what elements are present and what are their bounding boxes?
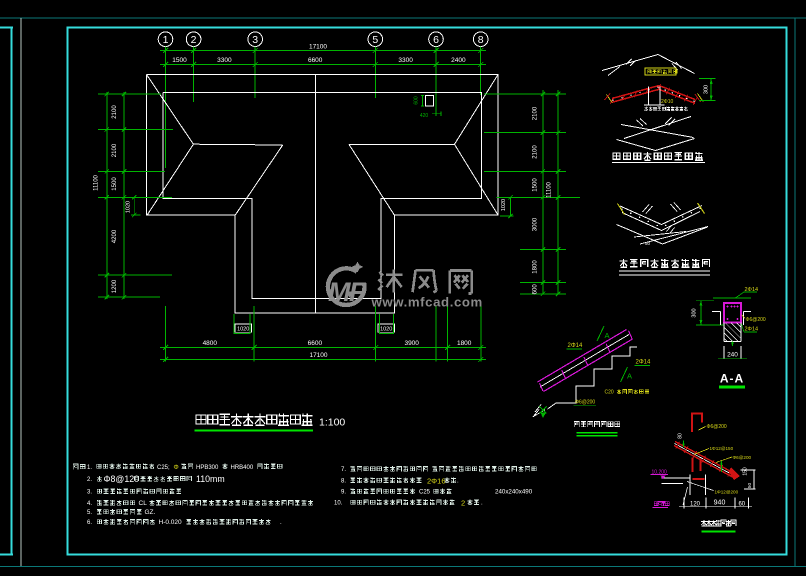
svg-text:300: 300 (692, 308, 698, 317)
svg-text:A: A (627, 372, 632, 381)
svg-text:1500: 1500 (533, 178, 539, 192)
svg-text:6600: 6600 (308, 340, 323, 347)
svg-text:1020: 1020 (501, 199, 507, 211)
svg-text:.: . (219, 477, 221, 483)
svg-text:Φ6@200: Φ6@200 (575, 400, 595, 406)
svg-text:1800: 1800 (533, 260, 539, 274)
svg-text:3000: 3000 (533, 217, 539, 231)
svg-text:60: 60 (738, 501, 745, 507)
svg-text:1.: 1. (87, 465, 92, 471)
svg-text:2Φ14: 2Φ14 (568, 343, 583, 349)
svg-text:120: 120 (690, 501, 701, 507)
svg-text:2100: 2100 (533, 145, 539, 159)
svg-text:.: . (280, 520, 282, 526)
svg-text:2Φ14: 2Φ14 (745, 327, 759, 333)
svg-text:1200: 1200 (112, 279, 118, 293)
svg-text:7.: 7. (341, 467, 346, 473)
svg-text:3: 3 (252, 34, 258, 46)
svg-text:50: 50 (747, 483, 752, 489)
svg-text:1020: 1020 (237, 327, 249, 333)
svg-text:CL: CL (139, 500, 148, 507)
svg-text:A-A: A-A (720, 372, 744, 386)
svg-text:Φ8@120: Φ8@120 (104, 474, 140, 484)
svg-text:.: . (481, 501, 483, 507)
svg-text:80: 80 (678, 433, 684, 439)
svg-text:1: 1 (163, 34, 169, 46)
svg-text:3300: 3300 (217, 57, 232, 64)
svg-text:6600: 6600 (308, 57, 323, 64)
svg-text:2100: 2100 (533, 106, 539, 120)
svg-text:9.: 9. (341, 490, 346, 496)
svg-text:17100: 17100 (309, 352, 327, 359)
svg-text:110mm: 110mm (196, 474, 225, 484)
svg-text:2: 2 (461, 498, 465, 507)
svg-text:2100: 2100 (112, 105, 118, 119)
svg-text:1020: 1020 (380, 327, 392, 333)
svg-text:3900: 3900 (404, 340, 419, 347)
svg-text:2Φ14: 2Φ14 (745, 287, 759, 293)
svg-text:11100: 11100 (547, 181, 553, 197)
svg-text:HRB400: HRB400 (231, 465, 254, 471)
svg-text:4.: 4. (87, 501, 92, 507)
svg-text:2100: 2100 (112, 143, 118, 157)
svg-text:1Φ12@200: 1Φ12@200 (715, 489, 739, 494)
svg-text:600: 600 (533, 284, 539, 295)
svg-text:1Φ12@150: 1Φ12@150 (710, 446, 734, 451)
svg-text:2Φ16: 2Φ16 (427, 476, 446, 485)
svg-text:GZ.: GZ. (145, 509, 156, 516)
svg-text:1500: 1500 (172, 57, 187, 64)
svg-text:5.: 5. (87, 510, 92, 516)
svg-text:3300: 3300 (398, 57, 413, 64)
svg-text:Φ6@200: Φ6@200 (733, 455, 752, 460)
svg-text:2: 2 (191, 34, 197, 46)
svg-text:HPB300: HPB300 (196, 465, 219, 471)
svg-text:4200: 4200 (112, 229, 118, 243)
svg-text:2Φ14: 2Φ14 (636, 360, 651, 366)
svg-text:150: 150 (743, 467, 749, 476)
svg-text:www.mfcad.com: www.mfcad.com (371, 294, 483, 309)
svg-text:240: 240 (727, 352, 738, 359)
svg-text:C25: C25 (419, 490, 431, 496)
svg-text:4800: 4800 (203, 340, 218, 347)
svg-text:240x240x490: 240x240x490 (495, 489, 533, 496)
svg-text:2Φ10: 2Φ10 (661, 99, 674, 105)
svg-text:940: 940 (714, 499, 726, 506)
svg-text:300: 300 (704, 85, 710, 94)
svg-text:1020: 1020 (126, 201, 132, 213)
svg-text:10.200: 10.200 (652, 469, 668, 475)
svg-text:420: 420 (420, 113, 429, 119)
svg-text:600: 600 (414, 96, 420, 105)
svg-text:A: A (605, 331, 610, 340)
svg-text:C25;: C25; (157, 465, 170, 471)
svg-text:Φ: Φ (174, 464, 179, 471)
svg-text:1800: 1800 (457, 340, 472, 347)
svg-text:17100: 17100 (309, 44, 327, 51)
svg-text:1:100: 1:100 (319, 417, 345, 429)
svg-text:1500: 1500 (112, 177, 118, 191)
svg-text:11100: 11100 (94, 174, 100, 190)
svg-text:8: 8 (478, 34, 484, 46)
svg-text:8.: 8. (341, 479, 346, 485)
svg-text:.: . (457, 479, 459, 485)
svg-text:2400: 2400 (451, 57, 466, 64)
svg-text:6: 6 (433, 34, 439, 46)
svg-text:C20: C20 (605, 390, 614, 396)
svg-text:6.: 6. (87, 520, 92, 526)
svg-text:50: 50 (645, 241, 651, 246)
svg-text:H-0.020: H-0.020 (159, 519, 183, 526)
svg-text:3.: 3. (87, 490, 92, 496)
svg-text:Φ6@200: Φ6@200 (746, 317, 766, 323)
svg-text:Φ6@200: Φ6@200 (707, 424, 727, 430)
svg-text:2.: 2. (87, 477, 92, 483)
svg-text:10.: 10. (334, 501, 343, 507)
svg-text:5: 5 (372, 34, 378, 46)
